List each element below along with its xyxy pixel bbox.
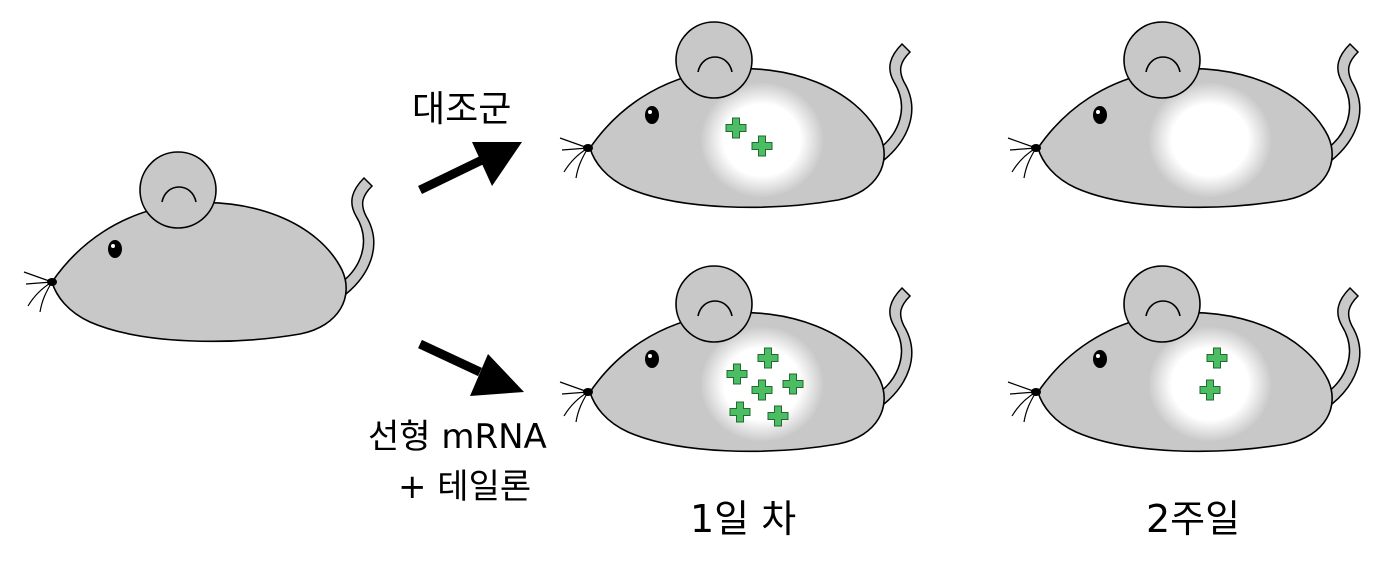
- mouse-icon-control-day1: [559, 21, 913, 209]
- label-treatment-line2: + 테일론: [398, 467, 532, 507]
- mouse-icon-initial: [23, 151, 375, 343]
- arrow-icon-down: [418, 339, 524, 396]
- label-day1: 1일 차: [690, 497, 797, 541]
- arrow-icon-up: [418, 142, 522, 195]
- mouse-icon-control-week2: [1007, 21, 1361, 209]
- mouse-icon-treatment-day1: [559, 265, 913, 453]
- label-control: 대조군: [412, 89, 512, 130]
- label-treatment-line1: 선형 mRNA: [368, 417, 547, 457]
- label-week2: 2주일: [1146, 497, 1241, 541]
- mouse-icon-treatment-week2: [1007, 265, 1361, 453]
